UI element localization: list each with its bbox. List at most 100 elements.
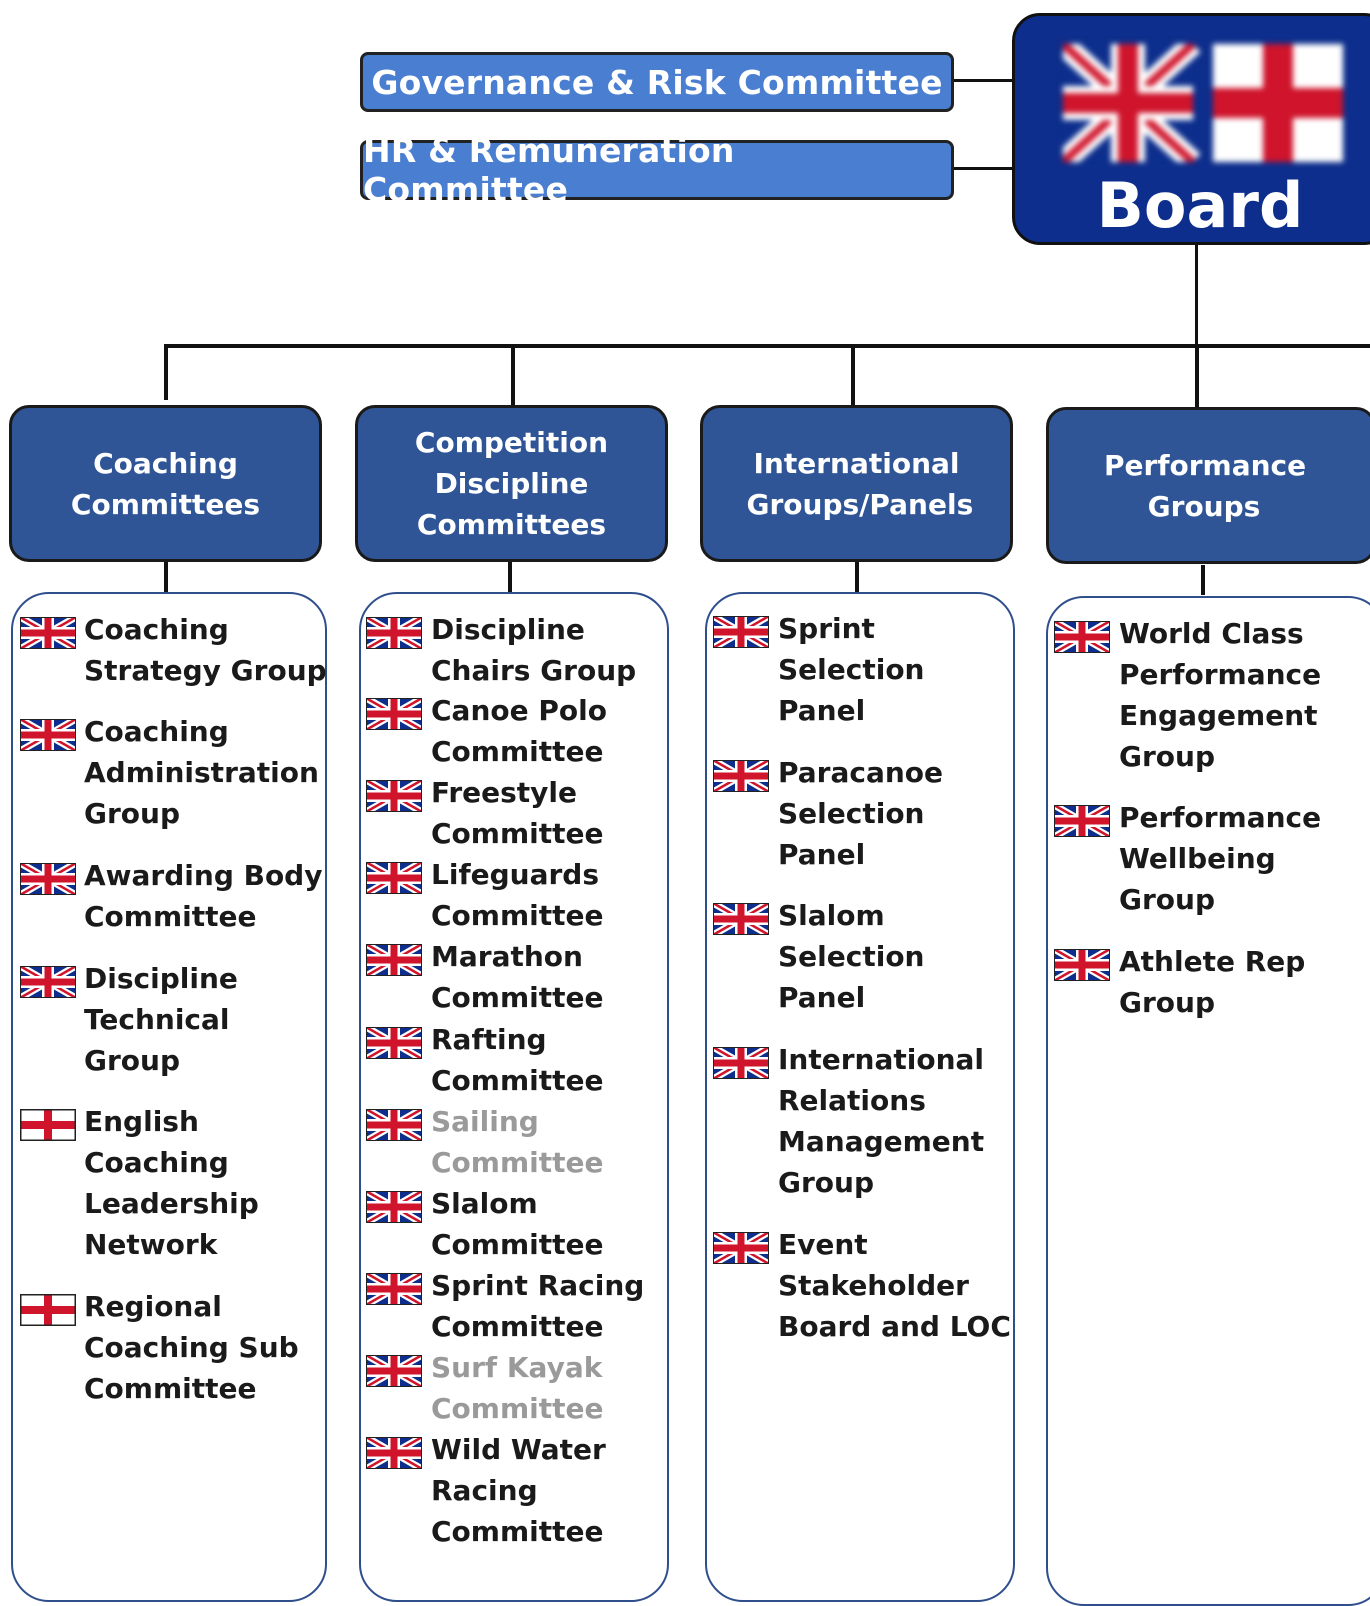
group-header-label: Performance Groups (1104, 448, 1307, 523)
list-item: Sprint Racing Committee (431, 1269, 645, 1343)
union-jack-icon (366, 1109, 422, 1141)
union-jack-svg (366, 780, 422, 812)
union-jack-icon (713, 1047, 769, 1079)
union-jack-icon (366, 1273, 422, 1305)
union-jack-icon (366, 1437, 422, 1469)
union-jack-icon (366, 617, 422, 649)
board-flags (1055, 35, 1343, 171)
list-item: Event Stakeholder Board and LOC (778, 1228, 1011, 1343)
committee-label: HR & Remuneration Committee (363, 131, 735, 209)
list-item: Wild Water Racing Committee (431, 1433, 606, 1548)
list-item: Marathon Committee (431, 940, 604, 1014)
connector-header-list-competition (508, 562, 512, 592)
union-jack-icon (1054, 621, 1110, 653)
union-jack-icon (1055, 35, 1201, 171)
union-jack-icon (20, 617, 76, 649)
list-item: Coaching Strategy Group (84, 613, 327, 687)
competition-discipline-committees-list (359, 592, 669, 1602)
list-item: Sailing Committee (431, 1105, 604, 1179)
list-item: Slalom Selection Panel (778, 899, 925, 1014)
group-header-label: Coaching Committees (70, 446, 261, 521)
st-george-cross-icon (20, 1294, 76, 1326)
union-jack-svg (713, 616, 769, 648)
list-item: English Coaching Leadership Network (84, 1105, 259, 1261)
list-item: Surf Kayak Committee (431, 1351, 604, 1425)
union-jack-svg (713, 760, 769, 792)
union-jack-icon (713, 903, 769, 935)
union-jack-svg (20, 863, 76, 895)
performance-groups-header: Performance Groups (1046, 407, 1370, 564)
union-jack-svg (366, 862, 422, 894)
union-jack-icon (713, 1232, 769, 1264)
union-jack-svg (366, 1273, 422, 1305)
connector-board-down (1195, 245, 1198, 347)
union-jack-svg (713, 1232, 769, 1264)
union-jack-svg (366, 1355, 422, 1387)
list-item: Rafting Committee (431, 1023, 604, 1097)
list-item: Slalom Committee (431, 1187, 604, 1261)
union-jack-icon (366, 862, 422, 894)
union-jack-icon (366, 944, 422, 976)
union-jack-svg (366, 944, 422, 976)
union-jack-svg (366, 1027, 422, 1059)
union-jack-svg (366, 1109, 422, 1141)
hr-remuneration-committee: HR & Remuneration Committee (360, 131, 954, 209)
union-jack-svg (20, 719, 76, 751)
union-jack-icon (366, 698, 422, 730)
union-jack-svg (713, 1047, 769, 1079)
list-item: Coaching Administration Group (84, 715, 319, 830)
union-jack-svg (1054, 949, 1110, 981)
list-item: Discipline Technical Group (84, 962, 238, 1077)
union-jack-icon (366, 1027, 422, 1059)
st-george-cross-svg (20, 1109, 76, 1141)
st-george-cross-icon (20, 1109, 76, 1141)
board-label: Board (1096, 169, 1304, 242)
connector-bus-coaching (164, 344, 168, 400)
connector-gov-board (954, 79, 1014, 82)
connector-bus-performance (1195, 344, 1199, 407)
union-jack-svg (1054, 621, 1110, 653)
list-item: Lifeguards Committee (431, 858, 604, 932)
union-jack-svg (20, 617, 76, 649)
performance-groups-list (1046, 596, 1370, 1606)
union-jack-svg (366, 698, 422, 730)
governance-risk-committee: Governance & Risk Committee (360, 52, 954, 112)
competition-discipline-committees-header: Competition Discipline Committees (355, 405, 668, 562)
union-jack-icon (1054, 949, 1110, 981)
connector-bus-competition (511, 344, 515, 405)
connector-hr-board (954, 167, 1014, 170)
union-jack-svg (20, 966, 76, 998)
union-jack-icon (366, 1355, 422, 1387)
union-jack-svg (713, 903, 769, 935)
list-item: World Class Performance Engagement Group (1119, 617, 1322, 773)
board-box: Board (1012, 13, 1370, 245)
st-george-cross-icon (1213, 44, 1343, 162)
union-jack-svg (366, 1437, 422, 1469)
connector-horizontal-bus (165, 344, 1370, 348)
union-jack-svg (1054, 805, 1110, 837)
union-jack-icon (366, 1191, 422, 1223)
union-jack-icon (713, 760, 769, 792)
union-jack-icon (366, 780, 422, 812)
list-item: Sprint Selection Panel (778, 612, 925, 727)
union-jack-svg (366, 1191, 422, 1223)
list-item: Athlete Rep Group (1119, 945, 1306, 1019)
union-jack-icon (20, 863, 76, 895)
union-jack-icon (713, 616, 769, 648)
st-george-cross-svg (20, 1294, 76, 1326)
group-header-label: International Groups/Panels (746, 446, 974, 521)
union-jack-svg (366, 617, 422, 649)
union-jack-icon (20, 719, 76, 751)
list-item: Freestyle Committee (431, 776, 604, 850)
list-item: Paracanoe Selection Panel (778, 756, 944, 871)
connector-header-list-performance (1201, 565, 1205, 595)
union-jack-icon (1054, 805, 1110, 837)
list-item: International Relations Management Group (778, 1043, 985, 1199)
list-item: Awarding Body Committee (84, 859, 323, 933)
group-header-label: Competition Discipline Committees (414, 426, 609, 541)
list-item: Discipline Chairs Group (431, 613, 637, 687)
list-item: Canoe Polo Committee (431, 694, 607, 768)
list-item: Regional Coaching Sub Committee (84, 1290, 299, 1405)
committee-label: Governance & Risk Committee (371, 62, 943, 102)
connector-header-list-coaching (164, 562, 168, 592)
